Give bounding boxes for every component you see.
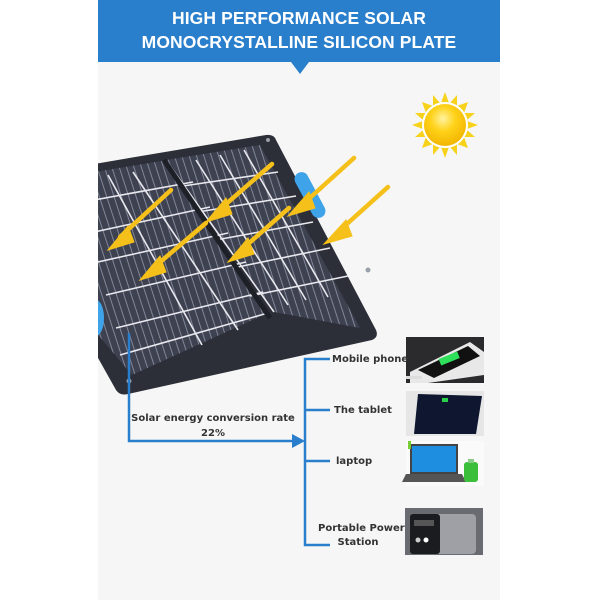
infographic-canvas: HIGH PERFORMANCE SOLAR MONOCRYSTALLINE S… (98, 0, 500, 600)
conversion-rate-label: Solar energy conversion rate (131, 413, 295, 424)
power-station-label-line-2: Station (337, 537, 379, 548)
device-label-tablet: The tablet (334, 405, 392, 416)
laptop-charging-image (402, 441, 484, 486)
power-station-image (405, 508, 483, 555)
device-label-power-station: Portable Power Station (318, 522, 405, 550)
sunlight-arrows (106, 155, 391, 281)
title-line-2: MONOCRYSTALLINE SILICON PLATE (141, 32, 457, 52)
title-line-1: HIGH PERFORMANCE SOLAR (171, 8, 426, 28)
conversion-rate-text: Solar energy conversion rate 22% (128, 411, 298, 441)
tablet-charging-image (406, 391, 484, 436)
connector-lines (127, 333, 330, 547)
banner-pointer (291, 62, 309, 74)
conversion-rate-value: 22% (201, 428, 225, 439)
page-title: HIGH PERFORMANCE SOLAR MONOCRYSTALLINE S… (98, 6, 500, 54)
device-label-mobile-phone: Mobile phone (332, 354, 409, 365)
connector-arrowhead (292, 434, 305, 448)
solar-artwork (98, 92, 484, 555)
device-label-laptop: laptop (336, 456, 373, 467)
header-banner: HIGH PERFORMANCE SOLAR MONOCRYSTALLINE S… (98, 0, 500, 62)
sun-icon (412, 92, 478, 158)
phone-charging-image (406, 337, 484, 383)
power-station-label-line-1: Portable Power (318, 523, 405, 534)
